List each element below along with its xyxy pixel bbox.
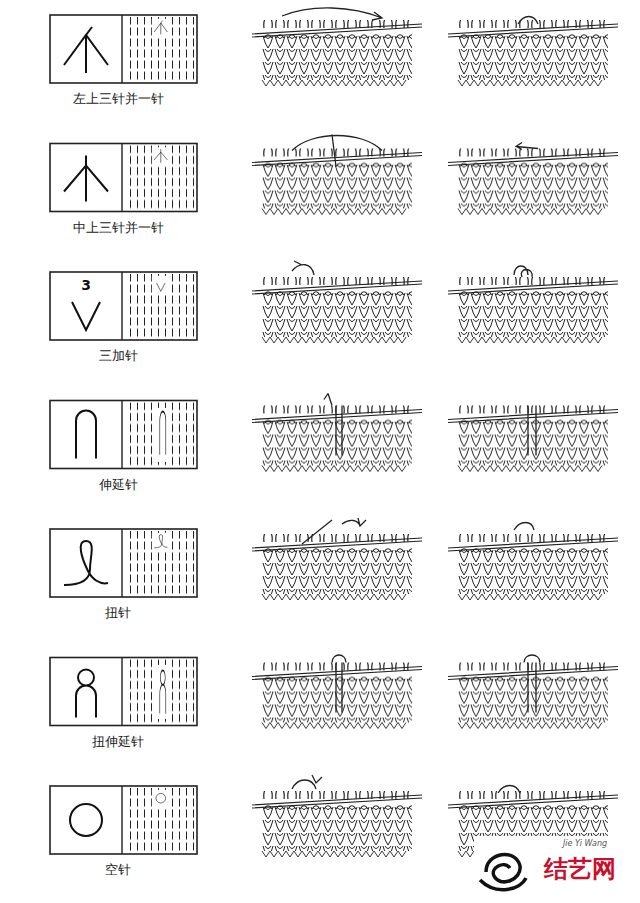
symbol-box	[50, 529, 197, 597]
stitch-name: 伸延针	[99, 478, 138, 492]
knitting-illustration	[252, 655, 422, 729]
symbol-box	[50, 272, 197, 340]
watermark-text: Jie Yi Wang	[563, 840, 607, 849]
stitch-name: 中上三针并一针	[73, 221, 164, 235]
knitting-illustration	[448, 655, 618, 729]
knitting-illustration	[252, 8, 422, 86]
knitting-illustration	[252, 775, 422, 857]
stitch-symbol	[64, 541, 108, 585]
symbol-number: 3	[81, 278, 91, 293]
symbol-box	[50, 15, 197, 83]
knitting-illustration	[252, 261, 422, 343]
stitch-name: 扭针	[105, 606, 131, 620]
chart-grid	[50, 15, 197, 83]
stitch-symbol	[76, 670, 96, 718]
knitting-illustration	[252, 394, 422, 472]
stitch-symbol	[70, 804, 102, 836]
knitting-illustration	[448, 266, 618, 343]
mini-symbol	[154, 21, 167, 35]
stitch-symbol	[72, 302, 100, 330]
knitting-illustration	[252, 518, 422, 600]
knitting-illustration	[448, 143, 618, 215]
knitting-illustration	[448, 17, 618, 87]
stitch-name: 扭伸延针	[92, 735, 144, 749]
stitch-name: 空针	[105, 863, 131, 877]
stitch-name: 左上三针并一针	[73, 92, 164, 106]
stitch-symbol	[76, 411, 96, 459]
symbol-box	[50, 658, 197, 726]
symbol-box	[50, 144, 197, 212]
stitch-symbol	[64, 156, 108, 202]
watermark-text: 结艺网	[544, 856, 616, 882]
watermark-ground	[474, 836, 640, 903]
watermark-logo	[480, 855, 526, 890]
knitting-illustration	[448, 523, 618, 601]
stitch-symbol	[64, 27, 108, 73]
symbol-box	[50, 401, 197, 469]
knitting-illustration	[448, 406, 618, 472]
symbol-box	[50, 786, 197, 854]
knitting-illustration	[252, 135, 422, 215]
stitch-name: 三加针	[99, 349, 138, 363]
